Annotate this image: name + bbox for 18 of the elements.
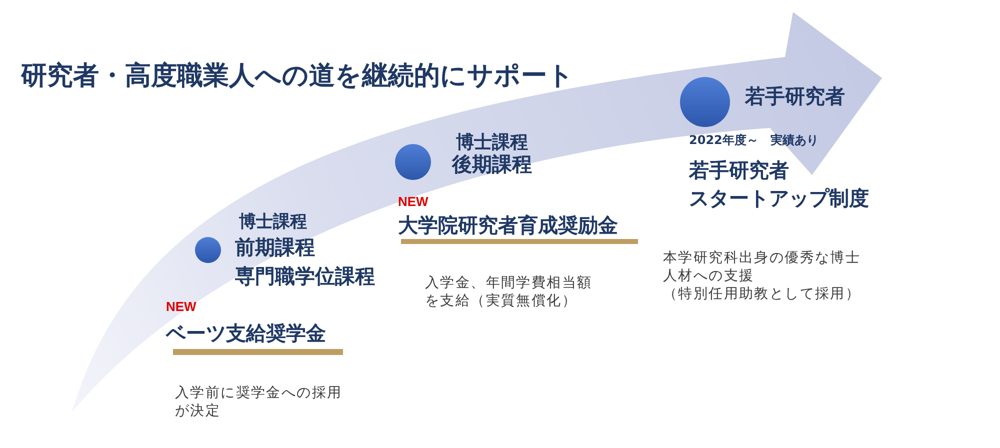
description-text: 入学前に奨学金への採用が決定	[175, 384, 344, 420]
stage-label: 博士課程	[239, 213, 307, 232]
stage-label: 後期課程	[452, 153, 532, 175]
description-text: 入学金、年間学費相当額を支給（実質無償化）	[425, 274, 594, 310]
description-text: 本学研究科出身の優秀な博士人材への支援	[663, 249, 862, 285]
program-title: ベーツ支給奨学金	[166, 322, 326, 345]
stage-label: 専門職学位課程	[235, 265, 375, 287]
page-title: 研究者・高度職業人への道を継続的にサポート	[21, 62, 574, 92]
description-text: （特別任用助教として採用）	[663, 285, 862, 303]
stage-label: 若手研究者	[745, 85, 845, 107]
new-tag: NEW	[398, 195, 428, 208]
note-text: 2022年度～ 実績あり	[689, 134, 818, 148]
program-title: 若手研究者	[689, 159, 789, 182]
new-tag: NEW	[166, 300, 196, 313]
stage-label: 博士課程	[456, 133, 528, 153]
program-title: スタートアップ制度	[689, 187, 869, 210]
stage-label: 前期課程	[235, 236, 315, 258]
program-title: 大学院研究者育成奨励金	[398, 214, 618, 237]
